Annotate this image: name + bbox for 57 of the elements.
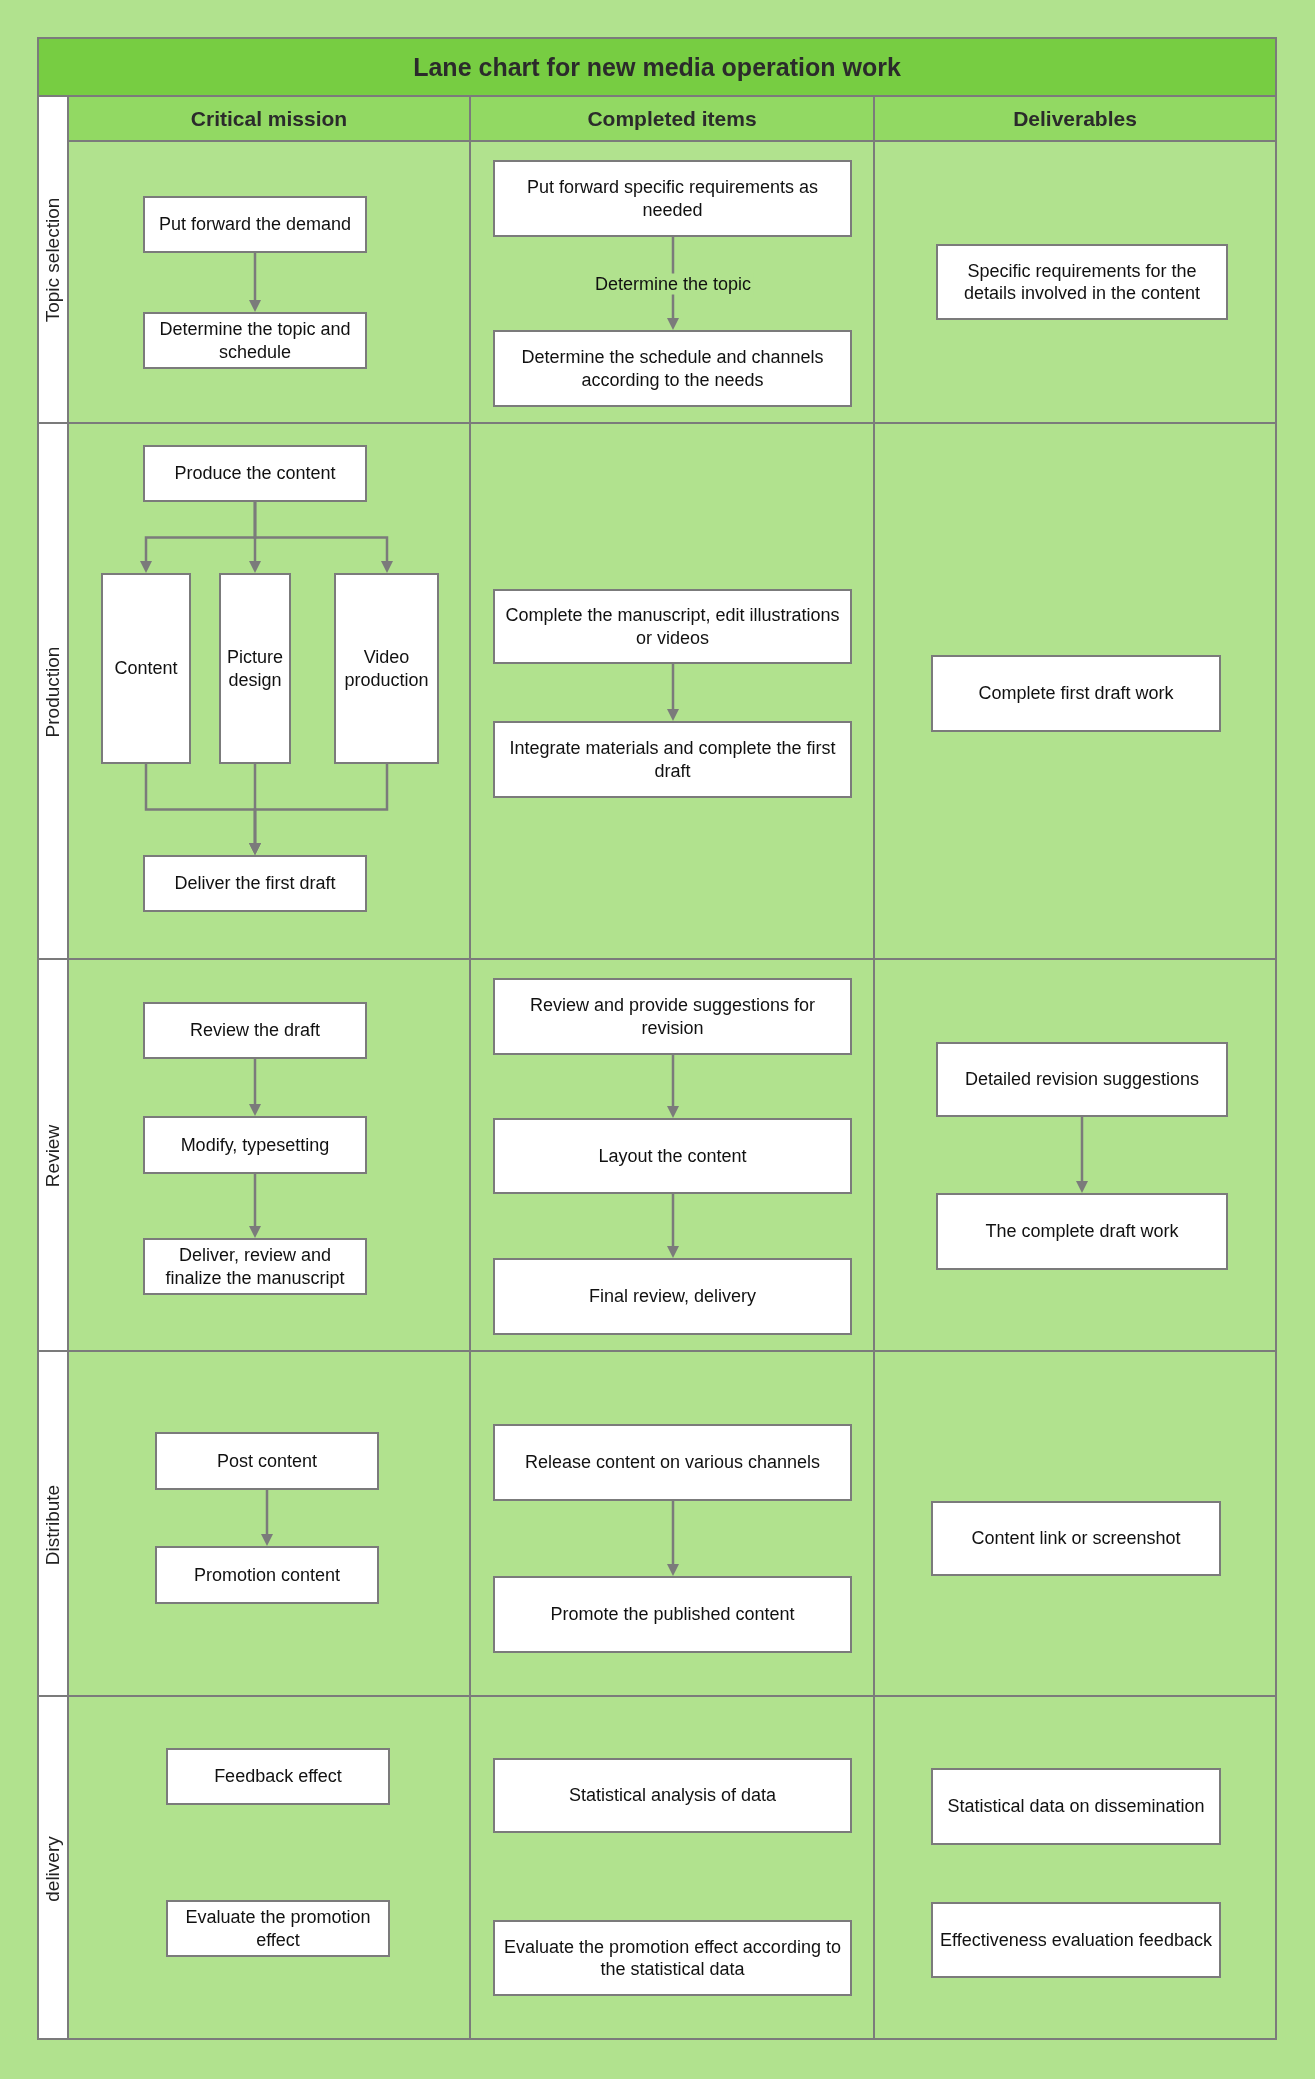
arrow [249,1059,261,1116]
process-box: Content [101,573,191,764]
process-box: Review and provide suggestions for revision [493,978,852,1055]
arrow [667,1501,679,1576]
process-box: Release content on various channels [493,1424,852,1501]
arrow [249,1174,261,1238]
swimlane [37,424,1277,960]
swimlane [37,1697,1277,2040]
process-box: Put forward the demand [143,196,367,253]
process-box: Determine the topic and schedule [143,312,367,369]
arrow [1076,1117,1088,1193]
process-box: Integrate materials and complete the first draft [493,721,852,798]
arrow [667,1194,679,1258]
process-box: Statistical analysis of data [493,1758,852,1833]
process-box: Effectiveness evaluation feedback [931,1902,1221,1978]
process-box: Deliver, review and finalize the manuscript [143,1238,367,1295]
process-box: Post content [155,1432,379,1490]
process-box: Put forward specific requirements as needed [493,160,852,237]
process-box: Picture design [219,573,291,764]
arrow [249,253,261,312]
process-box: Video production [334,573,439,764]
column-header: Critical mission [69,97,471,142]
column-header: Completed items [471,97,875,142]
process-box: Detailed revision suggestions [936,1042,1228,1117]
column-header: Deliverables [875,97,1277,142]
process-box: Specific requirements for the details involved in the content [936,244,1228,320]
lane-title: Production [42,646,64,738]
arrow [261,1490,273,1546]
process-box: Complete first draft work [931,655,1221,732]
process-box: The complete draft work [936,1193,1228,1270]
process-box: Feedback effect [166,1748,390,1805]
arrow [249,764,389,855]
swimlane [37,1352,1277,1697]
process-box: Produce the content [143,445,367,502]
process-box: Content link or screenshot [931,1501,1221,1576]
process-box: Statistical data on dissemination [931,1768,1221,1845]
swimlane [37,142,1277,424]
swimlane [37,960,1277,1352]
process-box: Complete the manuscript, edit illustrations or videos [493,589,852,664]
lane-title: Review [42,1124,64,1188]
process-box: Determine the schedule and channels according to the needs [493,330,852,407]
arrow [667,664,679,721]
arrow [253,502,393,573]
process-box: Layout the content [493,1118,852,1194]
process-box: Evaluate the promotion effect [166,1900,390,1957]
process-box: Promotion content [155,1546,379,1604]
process-box: Final review, delivery [493,1258,852,1335]
process-box: Review the draft [143,1002,367,1059]
process-box: Promote the published content [493,1576,852,1653]
process-box: Evaluate the promotion effect according to the statistical data [493,1920,852,1996]
chart-title: Lane chart for new media operation work [37,37,1277,97]
process-box: Modify, typesetting [143,1116,367,1174]
lane-title: Distribute [42,1484,64,1565]
process-box: Deliver the first draft [143,855,367,912]
lane-title: Topic selection [42,197,64,323]
arrow [667,1055,679,1118]
lane-title: delivery [42,1835,64,1902]
